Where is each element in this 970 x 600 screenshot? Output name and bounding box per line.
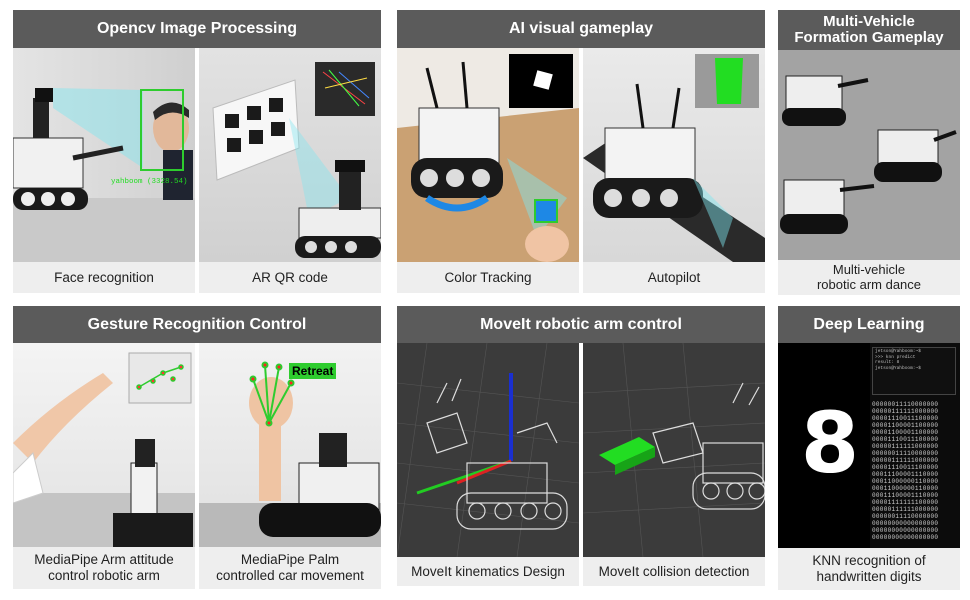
panel-title: AI visual gameplay — [397, 10, 765, 48]
panel-deep-learning: Deep Learning 8 00000011110000000 000001… — [778, 306, 960, 590]
caption-text: AR QR code — [252, 269, 328, 285]
caption-line-1: MediaPipe Arm attitude — [34, 552, 174, 568]
caption-multi-vehicle: Multi-vehicle robotic arm dance — [778, 260, 960, 295]
caption-text: MoveIt collision detection — [598, 563, 750, 579]
caption-text: MoveIt kinematics Design — [411, 563, 565, 579]
panel-title: Multi-Vehicle Formation Gameplay — [778, 10, 960, 50]
caption-line-1: Multi-vehicle — [832, 261, 906, 277]
caption-moveit-kinematics: MoveIt kinematics Design — [397, 557, 579, 586]
caption-arm-attitude: MediaPipe Arm attitude control robotic a… — [13, 547, 195, 589]
caption-color-tracking: Color Tracking — [397, 262, 579, 293]
panel-gesture: Gesture Recognition Control — [13, 306, 381, 589]
caption-line-1: MediaPipe Palm — [240, 552, 340, 568]
caption-face-recognition: Face recognition — [13, 262, 195, 293]
panel-moveit: MoveIt robotic arm control — [397, 306, 765, 586]
caption-knn-recognition: KNN recognition of handwritten digits — [778, 548, 960, 590]
panel-title: Deep Learning — [778, 306, 960, 343]
autopilot-image — [583, 48, 765, 262]
moveit-kinematics-image — [397, 343, 579, 557]
palm-control-image: Retreat — [199, 343, 381, 547]
title-line-1: Multi-Vehicle — [823, 12, 915, 30]
card-moveit-kinematics: MoveIt kinematics Design — [397, 343, 579, 586]
moveit-collision-image — [583, 343, 765, 557]
face-detection-label: yahboom (3328.54) — [111, 178, 188, 186]
card-ar-qr-code: AR QR code — [199, 48, 381, 293]
binary-digits: 00000011110000000 00000111111000000 0000… — [872, 401, 939, 541]
card-arm-attitude: MediaPipe Arm attitude control robotic a… — [13, 343, 195, 589]
panel-opencv: Opencv Image Processing — [13, 10, 381, 293]
panel-title: Gesture Recognition Control — [13, 306, 381, 343]
card-knn-recognition: 8 00000011110000000 00000111111000000 00… — [778, 343, 960, 590]
caption-line-2: controlled car movement — [216, 568, 364, 583]
caption-text: Autopilot — [647, 269, 701, 285]
caption-palm-control: MediaPipe Palm controlled car movement — [199, 547, 381, 589]
caption-autopilot: Autopilot — [583, 262, 765, 293]
caption-text: Face recognition — [54, 269, 154, 285]
knn-recognition-image: 8 00000011110000000 00000111111000000 00… — [778, 343, 960, 548]
caption-line-1: KNN recognition of — [812, 553, 926, 569]
color-tracking-image — [397, 48, 579, 262]
card-color-tracking: Color Tracking — [397, 48, 579, 293]
caption-moveit-collision: MoveIt collision detection — [583, 557, 765, 586]
caption-line-2: control robotic arm — [48, 568, 160, 583]
terminal-window: jetson@Yahboom:~$ >>> knn predict result… — [872, 347, 956, 395]
multi-vehicle-image — [778, 50, 960, 260]
panel-title: Opencv Image Processing — [13, 10, 381, 48]
panel-multi-vehicle: Multi-Vehicle Formation Gameplay Multi — [778, 10, 960, 295]
title-line-2: Formation Gameplay — [794, 29, 944, 46]
gesture-result-label: Retreat — [289, 363, 337, 379]
card-palm-control: Retreat MediaPipe Palm controlled car mo… — [199, 343, 381, 589]
caption-line-2: robotic arm dance — [816, 276, 922, 292]
ar-qr-code-image — [199, 48, 381, 262]
caption-text: Color Tracking — [444, 269, 532, 285]
arm-attitude-image — [13, 343, 195, 547]
face-recognition-image: yahboom (3328.54) — [13, 48, 195, 262]
card-autopilot: Autopilot — [583, 48, 765, 293]
caption-ar-qr-code: AR QR code — [199, 262, 381, 293]
panel-ai-visual: AI visual gameplay — [397, 10, 765, 293]
binary-digit-matrix: 00000011110000000 00000111111000000 0000… — [870, 343, 960, 548]
panel-title: MoveIt robotic arm control — [397, 306, 765, 343]
card-multi-vehicle-dance: Multi-vehicle robotic arm dance — [778, 50, 960, 295]
caption-line-2: handwritten digits — [816, 569, 922, 584]
card-moveit-collision: MoveIt collision detection — [583, 343, 765, 586]
handwritten-digit: 8 — [800, 394, 860, 492]
card-face-recognition: yahboom (3328.54) Face recognition — [13, 48, 195, 293]
